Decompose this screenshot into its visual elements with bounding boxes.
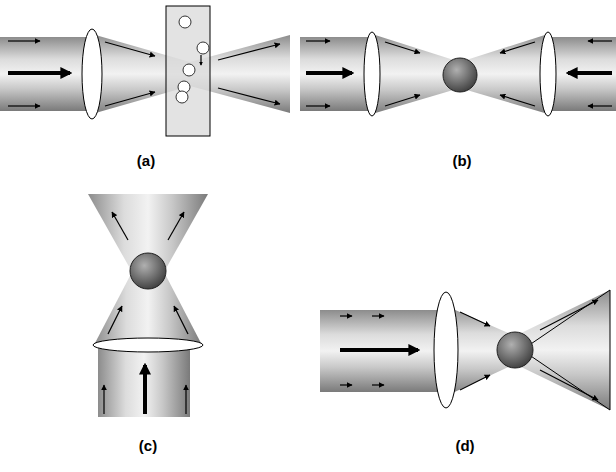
panel-label: (c) (139, 437, 157, 454)
panel-label: (a) (137, 152, 155, 169)
panel-c (88, 194, 208, 417)
panel-a (0, 6, 290, 136)
panel-label: (d) (455, 437, 474, 454)
panel-b (300, 32, 616, 116)
panel-label: (b) (452, 152, 471, 169)
panel-d (320, 290, 610, 410)
